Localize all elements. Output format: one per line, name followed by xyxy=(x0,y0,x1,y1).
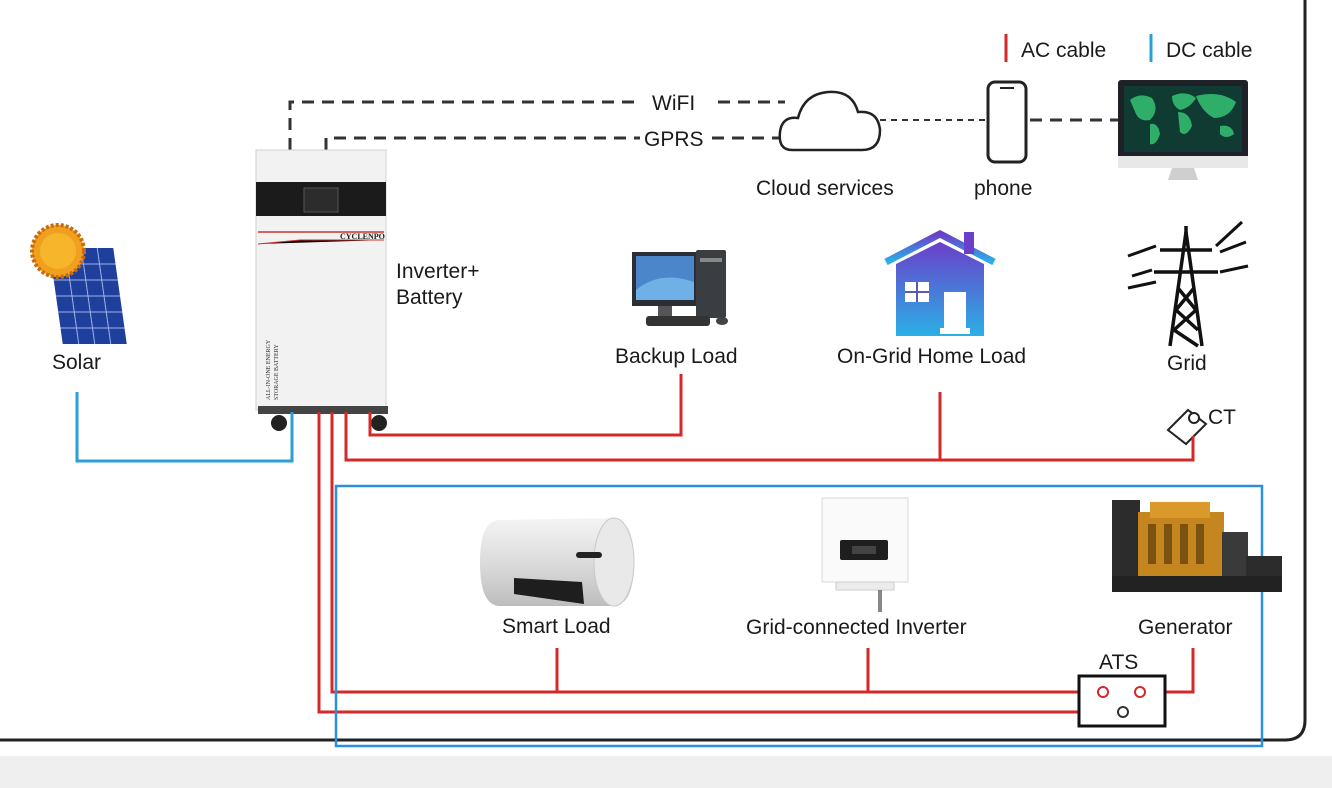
ct-clamp-icon xyxy=(1166,408,1208,446)
grid-tower-icon xyxy=(1127,220,1249,348)
inverter-label-line1: Inverter+ xyxy=(396,260,479,283)
inverter-label-line2: Battery xyxy=(396,286,463,309)
wifi-label: WiFI xyxy=(652,92,695,115)
device-brand: CYCLENPO xyxy=(340,232,385,241)
solar-icon xyxy=(30,223,127,344)
cloud-label: Cloud services xyxy=(756,177,894,200)
phone-icon xyxy=(986,80,1028,164)
ats-label: ATS xyxy=(1099,651,1138,674)
ats-switch xyxy=(1077,674,1167,728)
device-side-text-2: STORAGE BATTERY xyxy=(274,344,280,400)
highlight-box xyxy=(334,484,1264,748)
grid-label: Grid xyxy=(1167,352,1207,375)
dc-cable-solar xyxy=(75,392,294,463)
computer-icon xyxy=(632,250,728,326)
generator-icon xyxy=(1112,500,1282,592)
home-icon xyxy=(884,230,996,336)
device-side-text-1: ALL-IN-ONE ENERGY xyxy=(266,339,272,400)
monitor-icon xyxy=(1118,80,1248,180)
phone-label: phone xyxy=(974,177,1032,200)
solar-label: Solar xyxy=(52,351,101,374)
ac-cables xyxy=(317,374,1195,714)
backup-load-label: Backup Load xyxy=(615,345,738,368)
water-heater-icon xyxy=(480,517,635,607)
legend-dc-label: DC cable xyxy=(1166,39,1252,62)
smart-load-label: Smart Load xyxy=(502,615,611,638)
ct-label: CT xyxy=(1208,406,1236,429)
grid-inverter-label: Grid-connected Inverter xyxy=(746,616,967,639)
grid-inverter-icon xyxy=(821,497,909,612)
legend-ac-label: AC cable xyxy=(1021,39,1106,62)
gprs-label: GPRS xyxy=(644,128,704,151)
generator-label: Generator xyxy=(1138,616,1233,639)
cloud-icon xyxy=(778,90,882,152)
bottom-band xyxy=(0,756,1332,788)
home-load-label: On-Grid Home Load xyxy=(837,345,1026,368)
outer-frame xyxy=(0,0,1307,742)
inverter-battery-device: CYCLENPO ALL-IN-ONE ENERGY STORAGE BATTE… xyxy=(255,149,388,431)
comm-links xyxy=(288,100,1118,150)
